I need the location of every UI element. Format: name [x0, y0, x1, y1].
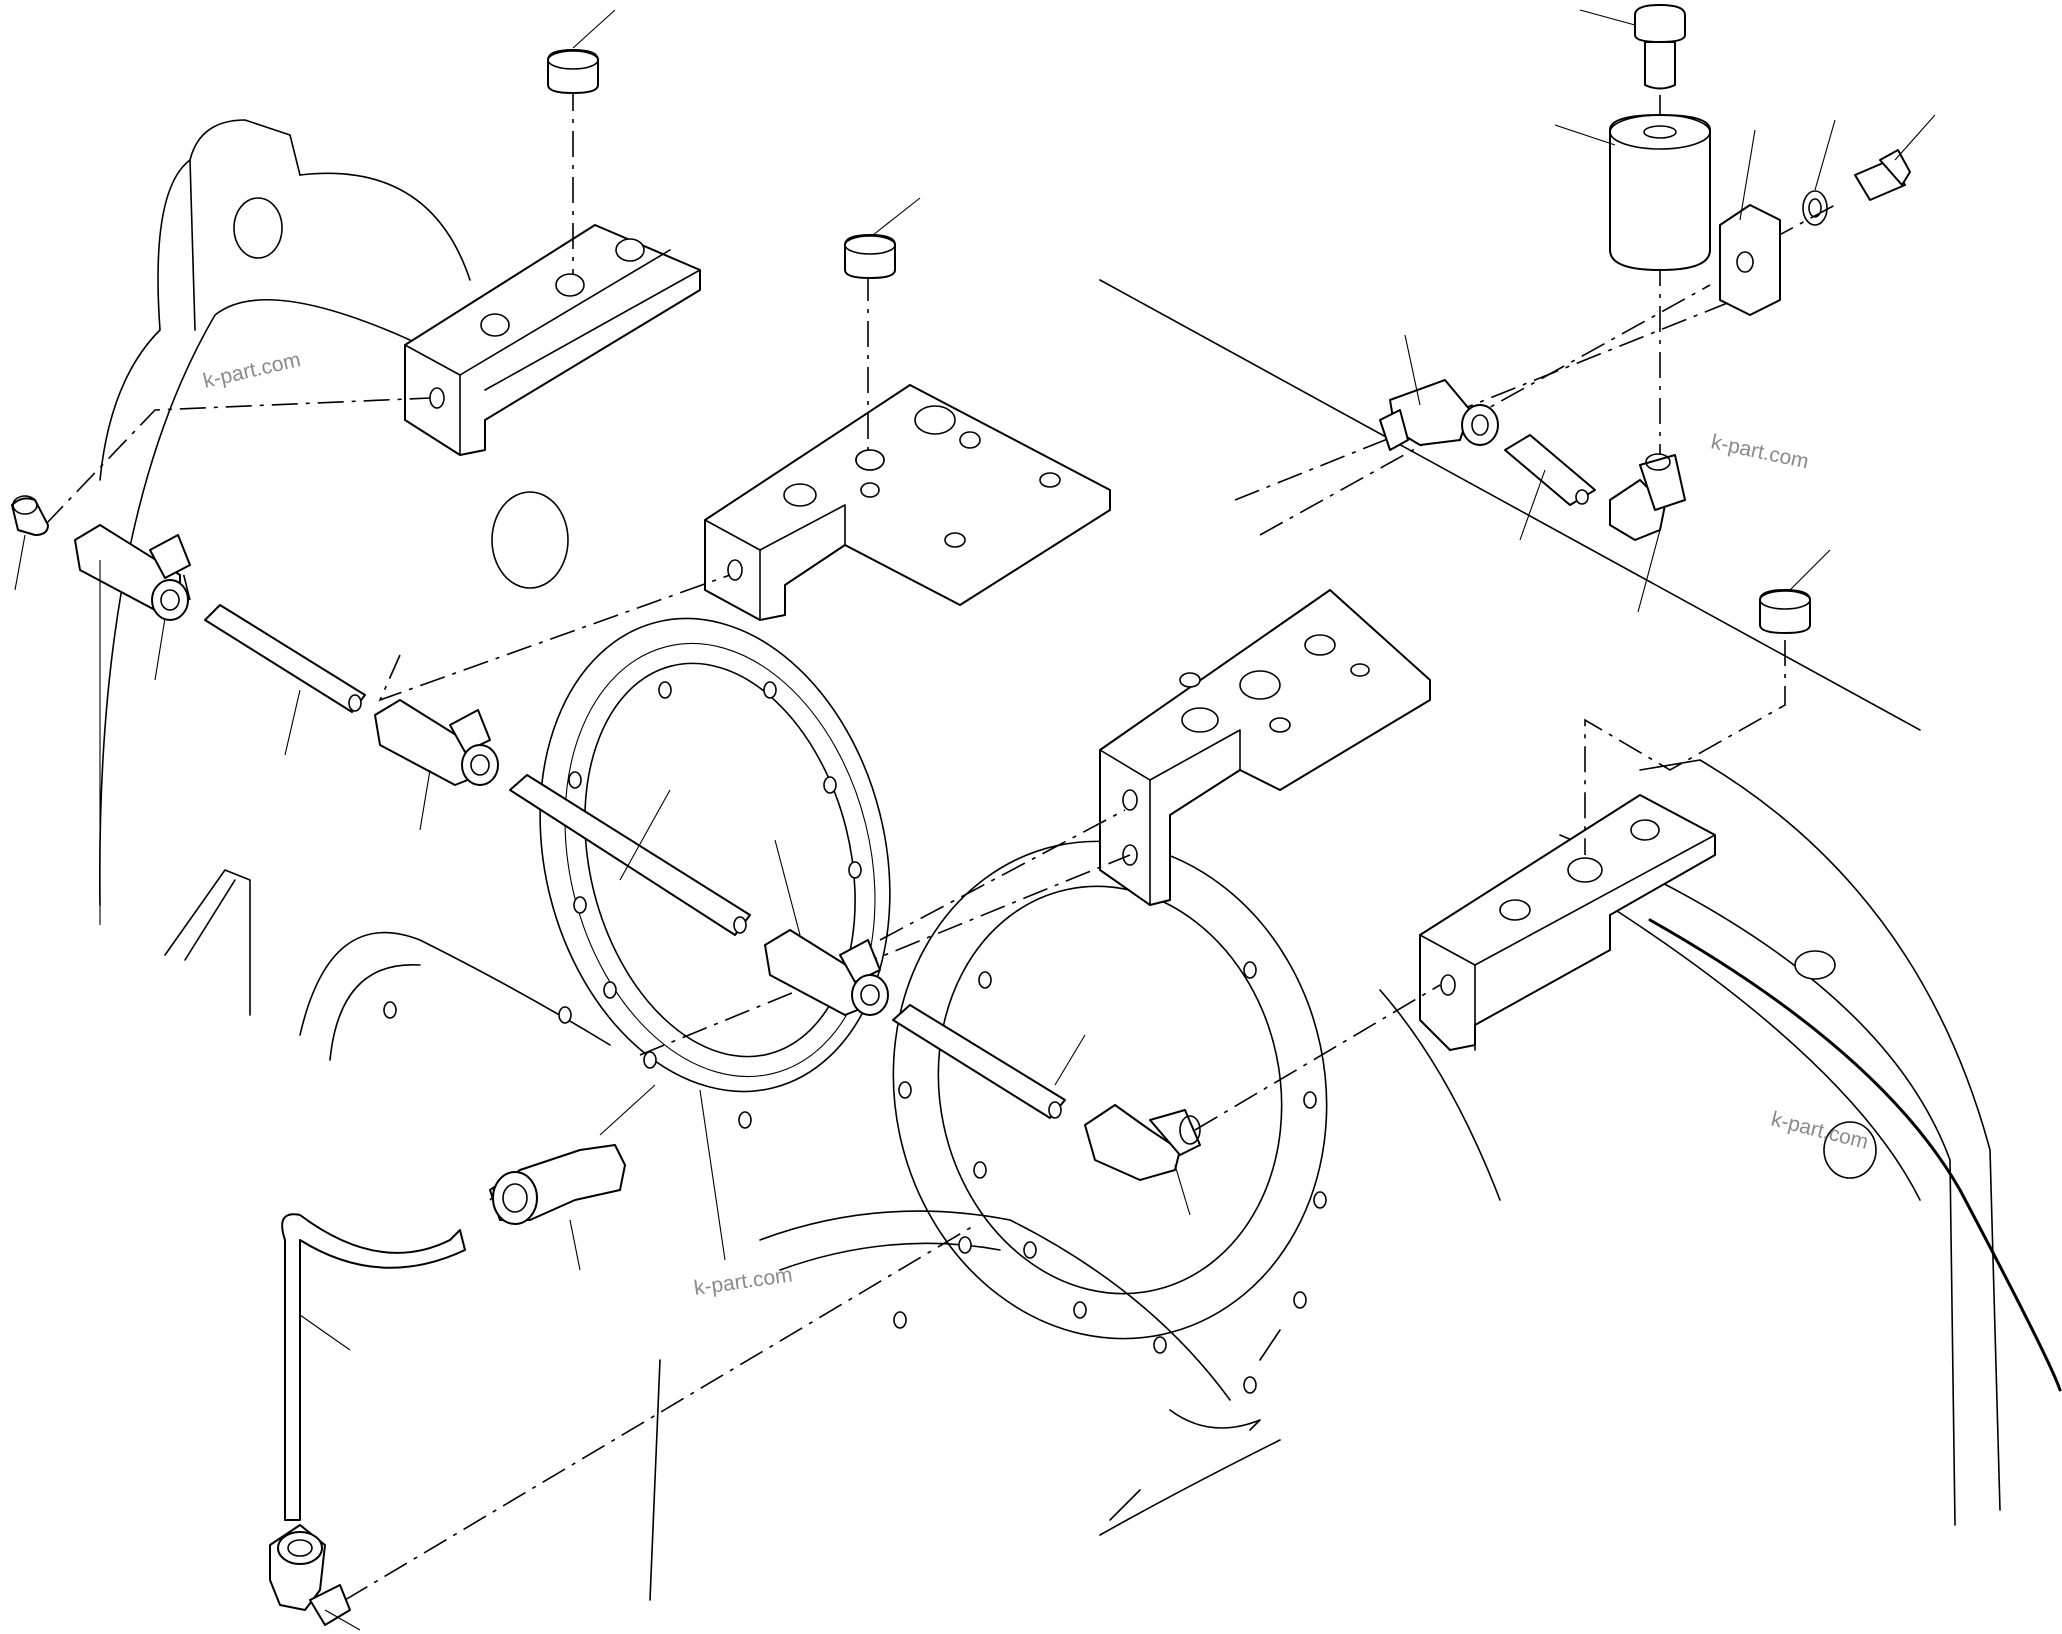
watermark-4: k-part.com	[692, 1263, 793, 1300]
elbow-fitting-top-right	[1609, 453, 1686, 541]
bracket-4	[1419, 794, 1716, 1051]
watermark-2: k-part.com	[1709, 430, 1811, 473]
breather-cap	[1634, 4, 1686, 90]
breather-canister	[1609, 114, 1711, 271]
flange-ring-left	[539, 617, 891, 1093]
flange-bolt-holes	[383, 681, 1327, 1394]
cap-plug-2	[844, 234, 896, 279]
cap-plug-1	[547, 49, 599, 94]
short-tube-top	[1504, 434, 1596, 506]
elbow-fitting-mid	[1084, 1104, 1201, 1181]
tube-3	[892, 1004, 1066, 1119]
mounting-plate	[1719, 204, 1781, 316]
bolt	[1854, 149, 1911, 201]
tube-1	[204, 604, 366, 713]
bracket-3	[1099, 589, 1431, 906]
tube-2	[509, 774, 751, 936]
lock-washer	[1802, 190, 1828, 226]
elbow-fitting-bottom	[269, 1524, 351, 1626]
assembly-axes	[44, 85, 1901, 1601]
watermark-3: k-part.com	[1769, 1108, 1871, 1154]
union-fitting	[489, 1144, 626, 1225]
gear-housing	[99, 119, 2062, 1601]
cap-plug-4	[11, 495, 49, 536]
cap-plug-3	[1759, 589, 1811, 634]
watermark-1: k-part.com	[201, 348, 303, 393]
tee-fitting-1	[74, 524, 191, 621]
flange-ring-right	[892, 840, 1328, 1340]
bent-pipe	[281, 1213, 466, 1521]
bracket-2	[704, 384, 1111, 621]
bracket-1	[404, 224, 701, 456]
tee-fitting-3	[764, 929, 889, 1016]
tee-fitting-2	[374, 699, 499, 786]
elbow-fitting-top	[1379, 379, 1499, 451]
leader-lines	[14, 9, 1936, 1631]
